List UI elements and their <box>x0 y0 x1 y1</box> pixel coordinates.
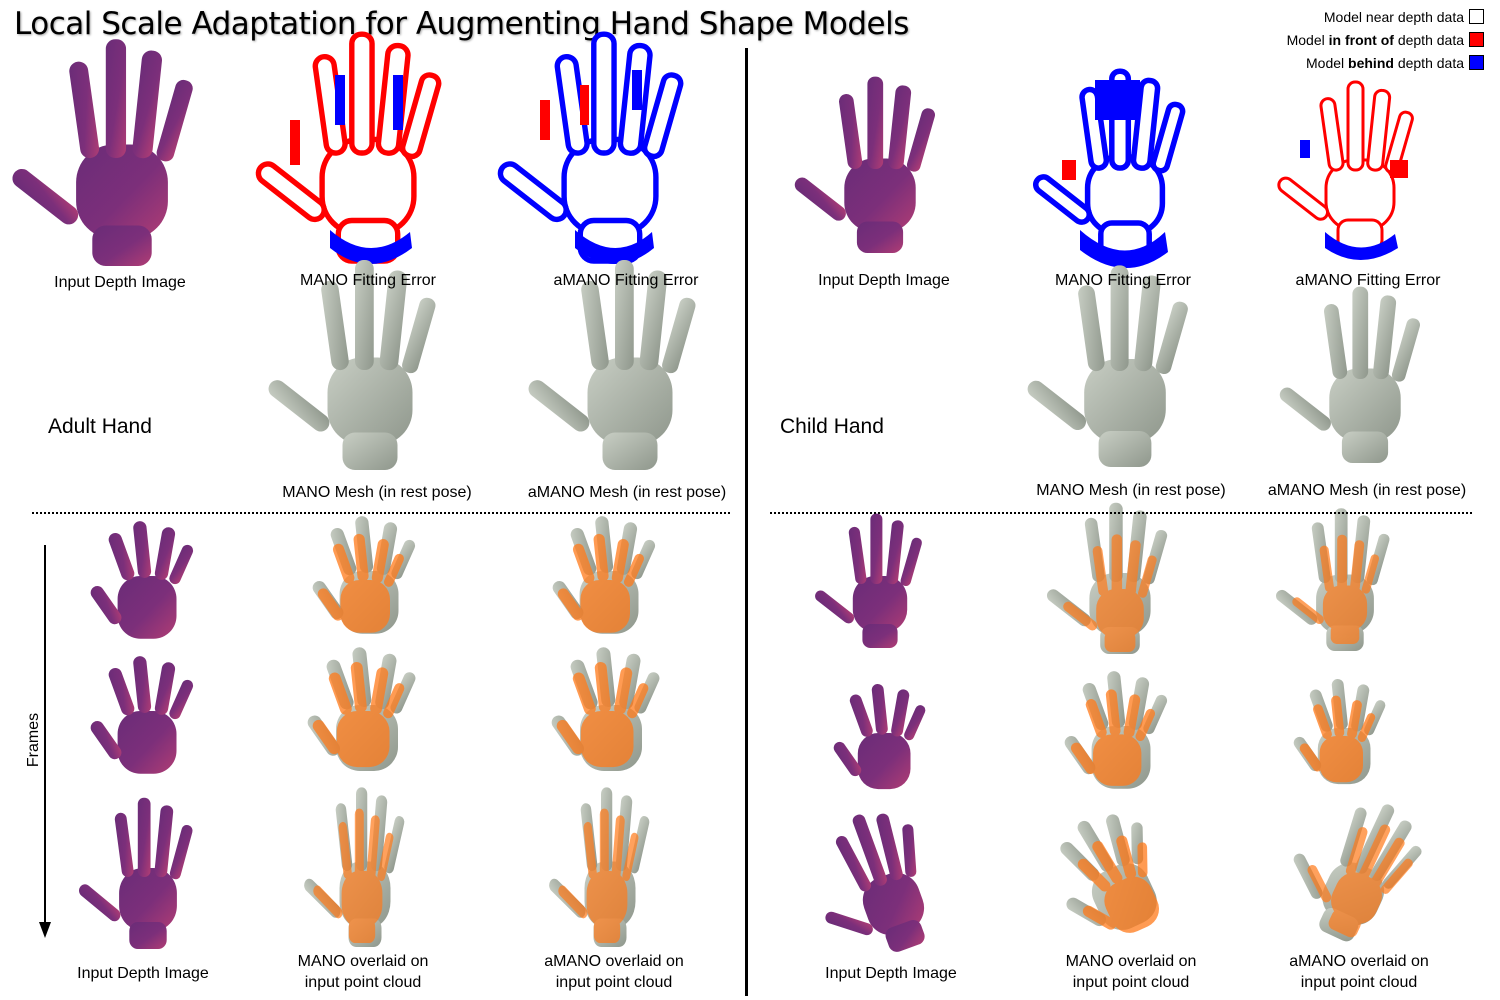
left-frame2-amano <box>548 646 662 771</box>
right-frame2-mano <box>1062 670 1169 789</box>
left-frame2-depth <box>88 655 195 774</box>
right-label-mano-error: MANO Fitting Error <box>1054 272 1192 289</box>
left-label-mano-overlay: MANO overlaid on input point cloud <box>297 953 429 991</box>
right-amano-mesh <box>1276 286 1422 463</box>
right-label-amano-overlay: aMANO overlaid on input point cloud <box>1289 953 1429 991</box>
right-label-depth: Input Depth Image <box>818 272 950 289</box>
left-label-depth-bottom: Input Depth Image <box>77 965 209 982</box>
left-frame2-mano <box>304 646 418 771</box>
right-label-mano-overlay: MANO overlaid on input point cloud <box>1065 953 1197 991</box>
left-frame1-depth <box>88 520 195 639</box>
right-mano-error <box>1033 71 1185 269</box>
left-frame3-depth <box>76 797 194 949</box>
right-frame1-depth <box>812 513 924 648</box>
legend: Model near depth data Model in front of … <box>1287 5 1484 74</box>
right-frame1-mano <box>1044 502 1169 654</box>
frames-arrow-head <box>39 922 51 938</box>
right-frame3-amano <box>1268 776 1436 956</box>
left-amano-error <box>497 34 683 264</box>
frames-arrow <box>44 545 46 925</box>
left-label-depth: Input Depth Image <box>54 274 186 291</box>
right-frame3-mano <box>1034 797 1181 950</box>
right-amano-error <box>1274 80 1416 260</box>
left-mano-error <box>255 34 441 264</box>
right-label-mano-mesh: MANO Mesh (in rest pose) <box>1036 482 1226 499</box>
right-label-depth-bottom: Input Depth Image <box>825 965 957 982</box>
left-label-amano-error: aMANO Fitting Error <box>553 272 699 289</box>
frames-label: Frames <box>25 712 42 768</box>
left-label-amano-overlay: aMANO overlaid on input point cloud <box>544 953 684 991</box>
left-dotted-divider <box>32 512 730 514</box>
legend-front: Model in front of depth data <box>1287 28 1484 51</box>
legend-swatch-blue <box>1469 55 1484 70</box>
right-depth-image <box>791 76 937 253</box>
left-label-mano-error: MANO Fitting Error <box>299 272 437 289</box>
left-depth-image <box>8 39 195 266</box>
left-label-amano-mesh: aMANO Mesh (in rest pose) <box>527 484 727 501</box>
right-label-amano-error: aMANO Fitting Error <box>1295 272 1441 289</box>
left-frame3-amano <box>547 787 651 947</box>
figure-title: Local Scale Adaptation for Augmenting Ha… <box>14 6 909 42</box>
left-label-mano-mesh: MANO Mesh (in rest pose) <box>282 484 472 501</box>
left-section-label: Adult Hand <box>48 415 152 438</box>
left-amano-mesh <box>525 260 698 470</box>
legend-near: Model near depth data <box>1287 5 1484 28</box>
legend-swatch-red <box>1469 32 1484 47</box>
left-frame3-mano <box>302 787 406 947</box>
left-mano-mesh <box>265 260 438 470</box>
center-divider <box>745 48 748 996</box>
left-frame1-amano <box>550 515 657 634</box>
right-frame3-depth <box>793 798 953 973</box>
right-label-amano-mesh: aMANO Mesh (in rest pose) <box>1267 482 1467 499</box>
legend-swatch-white <box>1469 9 1484 24</box>
right-frame2-depth <box>831 683 927 790</box>
right-frame2-amano <box>1291 678 1387 785</box>
right-frame1-amano <box>1273 508 1391 651</box>
left-frame1-mano <box>310 515 417 634</box>
right-mano-mesh <box>1024 265 1190 467</box>
legend-behind: Model behind depth data <box>1287 51 1484 74</box>
right-dotted-divider <box>770 512 1472 514</box>
right-section-label: Child Hand <box>780 415 884 438</box>
